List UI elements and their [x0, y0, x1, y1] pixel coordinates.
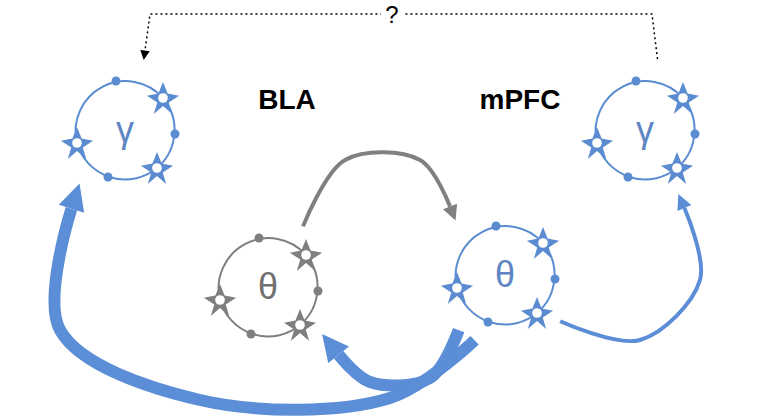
- local-arrow: [560, 208, 701, 341]
- rhythm-symbol: θ: [258, 267, 278, 307]
- region-ellipse-outline: [402, 22, 772, 406]
- region-ellipse: θ γ mPFC: [402, 22, 772, 406]
- region-name: BLA: [258, 85, 316, 116]
- oscillation-circle: γ: [53, 58, 197, 202]
- neuron-network-fill: [198, 217, 338, 357]
- edge-label: ?: [381, 2, 402, 28]
- feedback-arrow: [54, 209, 474, 410]
- neuron-network: [204, 234, 323, 342]
- neuron-network: [581, 77, 700, 185]
- oscillation-circle-fill: [53, 58, 197, 202]
- region-ellipse-fill: [402, 22, 772, 406]
- rhythm-symbol: γ: [116, 110, 134, 150]
- oscillation-circle-fill: [433, 203, 577, 347]
- oscillation-circle-fill: [573, 58, 717, 202]
- region-name: mPFC: [480, 85, 561, 116]
- rhythm-symbol: γ: [636, 110, 654, 150]
- feedback-arrow: [339, 330, 459, 385]
- rhythm-symbol: θ: [495, 255, 515, 295]
- neuron-network: [61, 77, 180, 185]
- region-ellipse-outline: [2, 22, 406, 406]
- oscillation-circle: γ: [573, 58, 717, 202]
- projection-arrow: [303, 152, 450, 226]
- neuron-network: θ: [198, 217, 338, 357]
- oscillation-circle: θ: [433, 203, 577, 347]
- region-ellipse-fill: [2, 22, 406, 406]
- neuron-network: [441, 222, 560, 330]
- region-ellipse: γ θ BLA: [2, 22, 406, 406]
